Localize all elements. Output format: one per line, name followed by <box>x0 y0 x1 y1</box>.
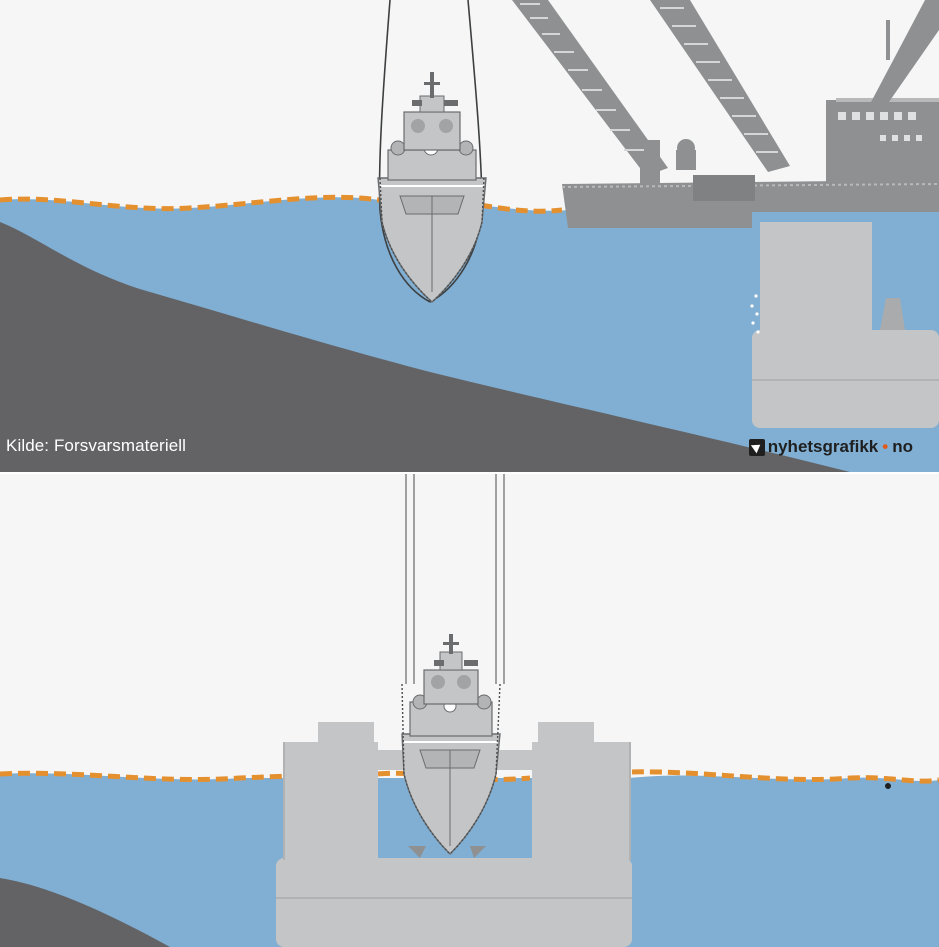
seabed <box>0 222 850 472</box>
brand-tld: no <box>892 437 913 456</box>
source-caption: Kilde: Forsvarsmateriell <box>6 436 187 455</box>
lift-scene-top: Kilde: Forsvarsmateriell nyhetsgrafikk•n… <box>0 0 939 472</box>
bottom-illustration <box>0 474 939 947</box>
crane-boom-2 <box>650 0 790 172</box>
oil-barrier-left <box>0 194 381 212</box>
brand-logo[interactable]: nyhetsgrafikk•no <box>748 437 913 457</box>
panel-divider <box>0 472 939 474</box>
lifting-slings <box>405 474 505 684</box>
bubbles <box>750 294 760 334</box>
vessel-deck <box>562 180 939 228</box>
warship <box>401 634 501 858</box>
vessel-strut <box>880 298 905 330</box>
lift-scene-bottom <box>0 474 939 947</box>
vessel-leg <box>760 222 872 332</box>
crane-boom-1 <box>512 0 668 176</box>
cursor-arrow-icon <box>748 438 765 456</box>
seabed <box>0 878 170 947</box>
crane-boom-3 <box>870 0 939 112</box>
oil-barrier-right <box>479 202 563 214</box>
oil-barrier-right <box>631 769 939 784</box>
mast <box>886 20 890 60</box>
crane-vessel <box>512 0 939 428</box>
oil-barrier-left <box>0 770 291 783</box>
warship <box>377 72 487 303</box>
brand-name: nyhetsgrafikk <box>767 437 879 456</box>
top-illustration <box>0 0 939 472</box>
brand-dot: • <box>882 437 889 456</box>
